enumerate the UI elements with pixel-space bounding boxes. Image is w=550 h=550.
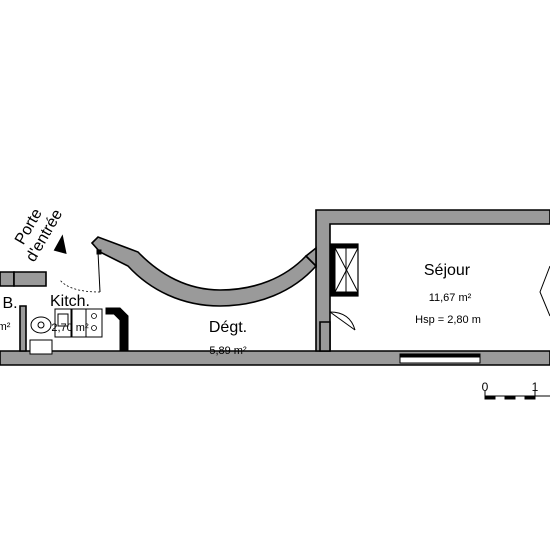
room-area-hall: 5,89 m² [209,345,247,357]
room-name-hall: Dégt. [209,319,247,336]
entrance-door [59,249,102,293]
room-name-bath: B. [2,295,17,312]
room-area-kitchen: 2,70 m² [51,322,89,334]
room-name-kitchen: Kitch. [50,293,90,310]
wall-hall-living [319,321,331,352]
wall-partition-bath [19,305,27,352]
entrance-arrow-icon [53,234,67,255]
room-height-living: Hsp = 2,80 m [415,314,481,326]
scale-label-1: 1 [532,380,539,394]
wall-kitchen-corner [13,271,47,287]
wall-curved-corridor [90,236,318,307]
room-name-living: Séjour [424,262,471,279]
wall-left-top [0,271,15,287]
scale-label-0: 0 [482,380,489,394]
closet-unit [330,243,359,297]
living-door [329,311,356,331]
wall-living-outer [315,209,550,352]
kitchen-fixtures [29,308,103,355]
wall-curve-joint [304,246,317,268]
room-area-bath: m² [0,321,11,333]
room-area-living: 11,67 m² [429,292,472,304]
radiator [399,353,481,364]
wall-post-kitchen [105,307,129,352]
right-window [539,265,550,317]
scale-bar: 0 1 [482,380,550,400]
